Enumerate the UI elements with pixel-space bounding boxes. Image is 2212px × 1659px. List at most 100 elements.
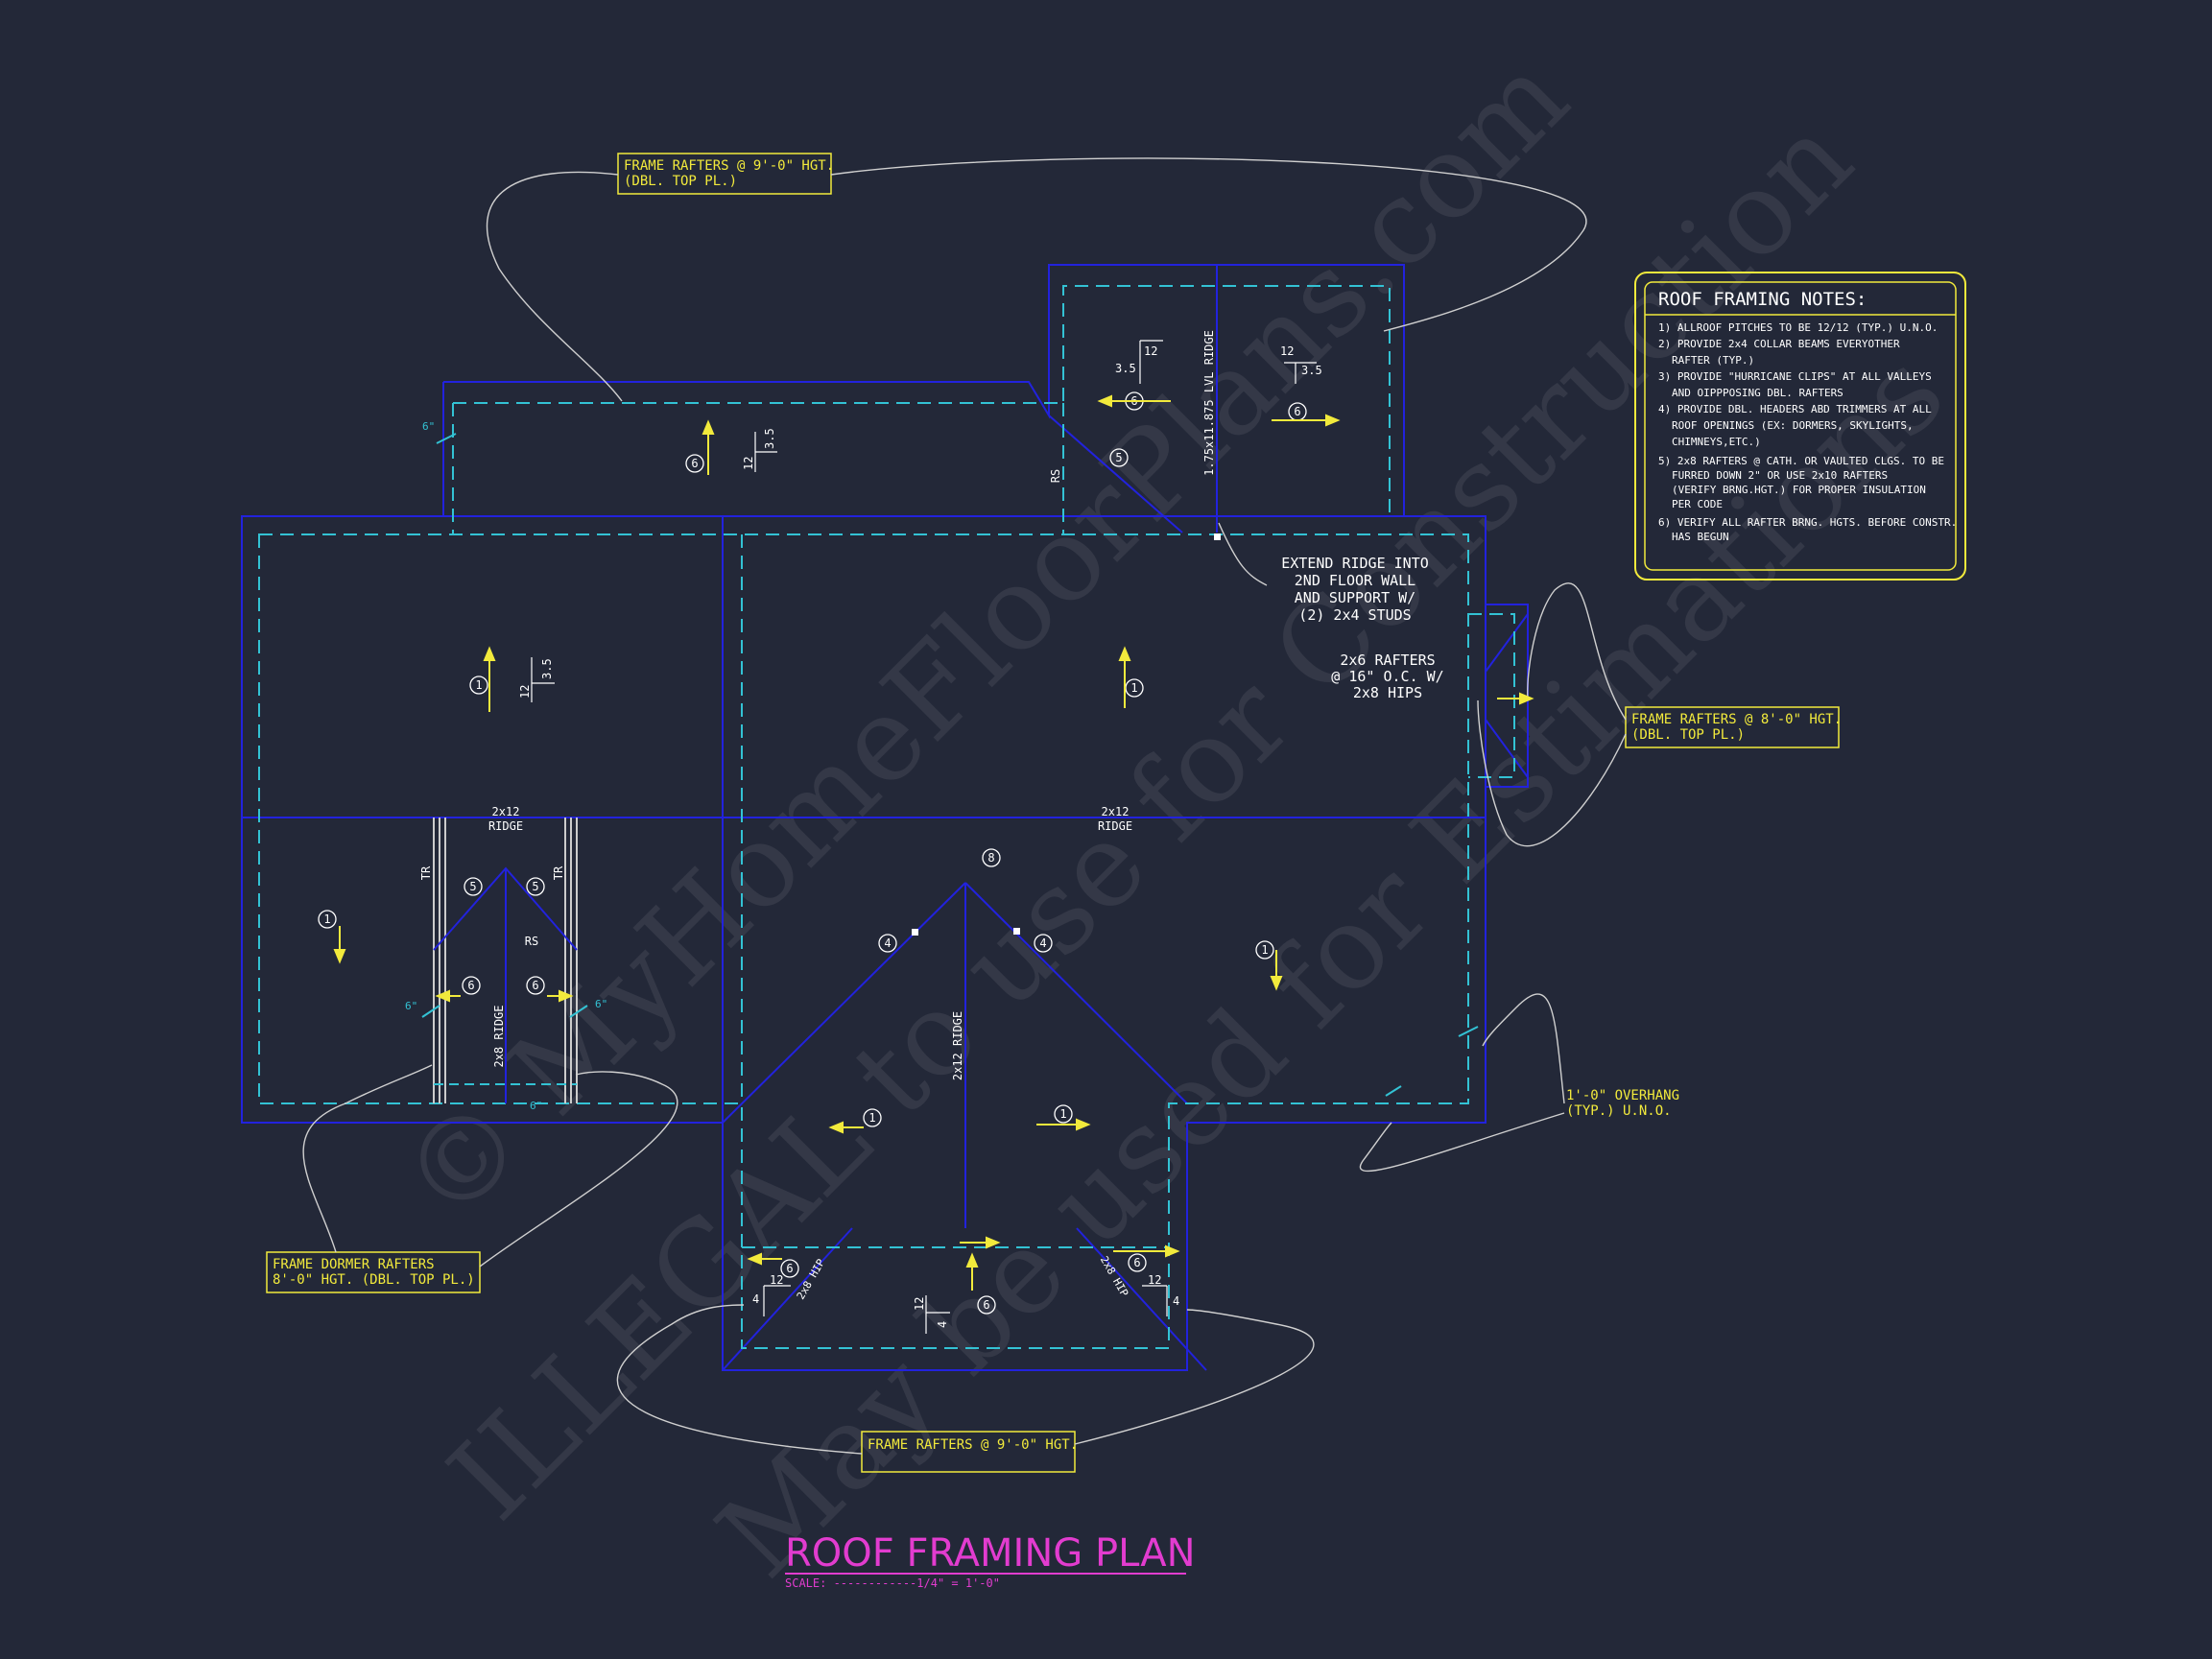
note-line-4: 3) PROVIDE "HURRICANE CLIPS" AT ALL VALL… [1658, 370, 1932, 383]
leader-right-a [1527, 582, 1627, 721]
rafter-arrows [333, 394, 1534, 1291]
note-line-11: (VERIFY BRNG.HGT.) FOR PROPER INSULATION [1672, 484, 1926, 496]
arrow-dormer-right [547, 989, 574, 1003]
arrow-upper-mid [1097, 394, 1171, 408]
tag-lower-left: 1 [323, 912, 330, 926]
front-lower-hip-left [722, 1227, 853, 1371]
pitch-upper-right-run: 3.5 [1301, 364, 1322, 377]
callout-box-dormer [266, 1251, 481, 1293]
arrow-front-mid [960, 1236, 1001, 1249]
extend-ridge-line-2: 2ND FLOOR WALL [1295, 572, 1415, 589]
right-bay-diag-2 [1485, 719, 1529, 778]
tag-dormer-6b: 6 [532, 979, 538, 992]
markers [912, 533, 1221, 936]
six-inch-label-dormer-bottom: 6" [530, 1100, 542, 1112]
front-lower-hip-right [1076, 1227, 1207, 1371]
arrow-front-right [1036, 1118, 1091, 1131]
note-line-2: 2) PROVIDE 2x4 COLLAR BEAMS EVERYOTHER [1658, 338, 1900, 350]
marker-lvl-end [1214, 533, 1221, 540]
arrow-dormer-left [435, 989, 461, 1003]
rafters-note-line-1: 2x6 RAFTERS [1340, 652, 1435, 669]
tick-dormer-right [569, 1005, 588, 1018]
arrow-front-lower-right [1113, 1244, 1180, 1258]
notes-box: ROOF FRAMING NOTES: 1) ALLROOF PITCHES T… [1634, 272, 1966, 581]
annotations: EXTEND RIDGE INTO 2ND FLOOR WALL AND SUP… [419, 330, 1444, 1301]
leader-bottom-b [1074, 1309, 1315, 1445]
front-hip-right [964, 882, 1188, 1104]
leader-right-b [1477, 699, 1627, 847]
callouts: FRAME RAFTERS @ 9'-0" HGT. (DBL. TOP PL.… [266, 153, 1842, 1473]
circled-tags [318, 391, 1307, 1315]
tag-front-1a: 1 [868, 1111, 875, 1125]
tag-dormer-5b: 5 [532, 880, 538, 893]
tick-front [1385, 1085, 1402, 1097]
tag-upper-left: 6 [691, 457, 698, 470]
right-bay-diag-1 [1485, 613, 1529, 673]
arrow-lower-left [333, 926, 346, 964]
leader-top-left-a [486, 171, 623, 402]
note-line-5: AND OIPPPOSING DBL. RAFTERS [1672, 387, 1843, 399]
note-line-14: HAS BEGUN [1672, 531, 1729, 543]
leader-dormer-b [479, 1071, 678, 1268]
callout-right-line-1: FRAME RAFTERS @ 8'-0" HGT. [1631, 712, 1842, 727]
tag-circle-front-4a [878, 934, 897, 953]
pitch-front-right: 12 4 [1142, 1273, 1179, 1316]
tag-front-4a: 4 [884, 936, 891, 950]
pitch-front-center-rise: 12 [913, 1297, 926, 1311]
tag-front-6c: 6 [983, 1298, 989, 1312]
arrow-front-left [828, 1121, 864, 1134]
pitch-front-left: 12 4 [752, 1273, 791, 1316]
note-line-6: 4) PROVIDE DBL. HEADERS ABD TRIMMERS AT … [1658, 403, 1932, 415]
arrow-front-center [965, 1252, 979, 1291]
tag-main-right: 1 [1130, 681, 1137, 695]
tick-right-wall [1458, 1026, 1479, 1037]
tag-front-1b: 1 [1059, 1107, 1066, 1121]
pitch-front-center: 12 4 [913, 1295, 950, 1334]
dormer [433, 818, 578, 1103]
main-overhang [258, 533, 1469, 1349]
tag-circle-upper-mid-5 [1109, 448, 1129, 467]
right-bay-overhang [1468, 613, 1515, 778]
front-hip-left [722, 882, 966, 1124]
wall-outlines [241, 264, 1529, 1371]
note-line-10: FURRED DOWN 2" OR USE 2x10 RAFTERS [1672, 469, 1888, 482]
plan-scale: SCALE: ------------1/4" = 1'-0" [785, 1576, 1000, 1590]
tag-circle-upper-left [685, 454, 704, 473]
upper-valley [1048, 415, 1183, 533]
pitch-symbols: 12 3.5 12 3.5 12 3.5 12 3.5 12 [518, 340, 1322, 1334]
tag-circle-dormer-5b [526, 877, 545, 896]
pitch-main-left-run: 3.5 [540, 658, 554, 679]
tag-dormer-6a: 6 [467, 979, 474, 992]
extend-ridge-line-1: EXTEND RIDGE INTO [1281, 555, 1429, 572]
callout-box-bottom [861, 1431, 1076, 1473]
main-wing-outline [241, 515, 1487, 1371]
note-line-13: 6) VERIFY ALL RAFTER BRNG. HGTS. BEFORE … [1658, 516, 1957, 529]
pitch-front-right-rise: 12 [1148, 1273, 1161, 1287]
rafters-note-line-3: 2x8 HIPS [1353, 684, 1422, 701]
tag-circle-front-4b [1034, 934, 1053, 953]
pitch-upper-mid-run: 3.5 [1115, 362, 1136, 375]
pitch-front-left-run: 4 [752, 1292, 759, 1306]
ridge-right-size: 2x12 [1102, 805, 1130, 818]
rs-label-upper: RS [1049, 469, 1062, 483]
callout-dormer-line-2: 8'-0" HGT. (DBL. TOP PL.) [273, 1272, 475, 1288]
notes-frame-inner [1644, 281, 1957, 571]
notes-frame-outer [1634, 272, 1966, 581]
ridge-right-label: RIDGE [1098, 819, 1132, 833]
pitch-upper-left: 12 3.5 [742, 428, 777, 472]
watermark-line-2: ILLEGAL to use for Construction [424, 92, 1877, 1545]
tr-label-left: TR [419, 865, 433, 880]
leader-overhang-b [1359, 1112, 1565, 1173]
arrow-front-lower-left [747, 1252, 782, 1266]
note-line-7: ROOF OPENINGS (EX: DORMERS, SKYLIGHTS, [1672, 419, 1914, 432]
pitch-front-left-rise: 12 [770, 1273, 783, 1287]
note-line-9: 5) 2x8 RAFTERS @ CATH. OR VAULTED CLGS. … [1658, 455, 1944, 467]
tag-main-left: 1 [475, 678, 482, 692]
tr-label-right: TR [552, 865, 565, 880]
pitch-upper-left-run: 3.5 [763, 428, 776, 449]
callout-dormer-line-1: FRAME DORMER RAFTERS [273, 1257, 435, 1272]
callout-right-line-2: (DBL. TOP PL.) [1631, 727, 1745, 743]
extend-ridge-line-4: (2) 2x4 STUDS [1298, 606, 1411, 624]
callout-overhang-line-1: 1'-0" OVERHANG [1566, 1088, 1679, 1103]
